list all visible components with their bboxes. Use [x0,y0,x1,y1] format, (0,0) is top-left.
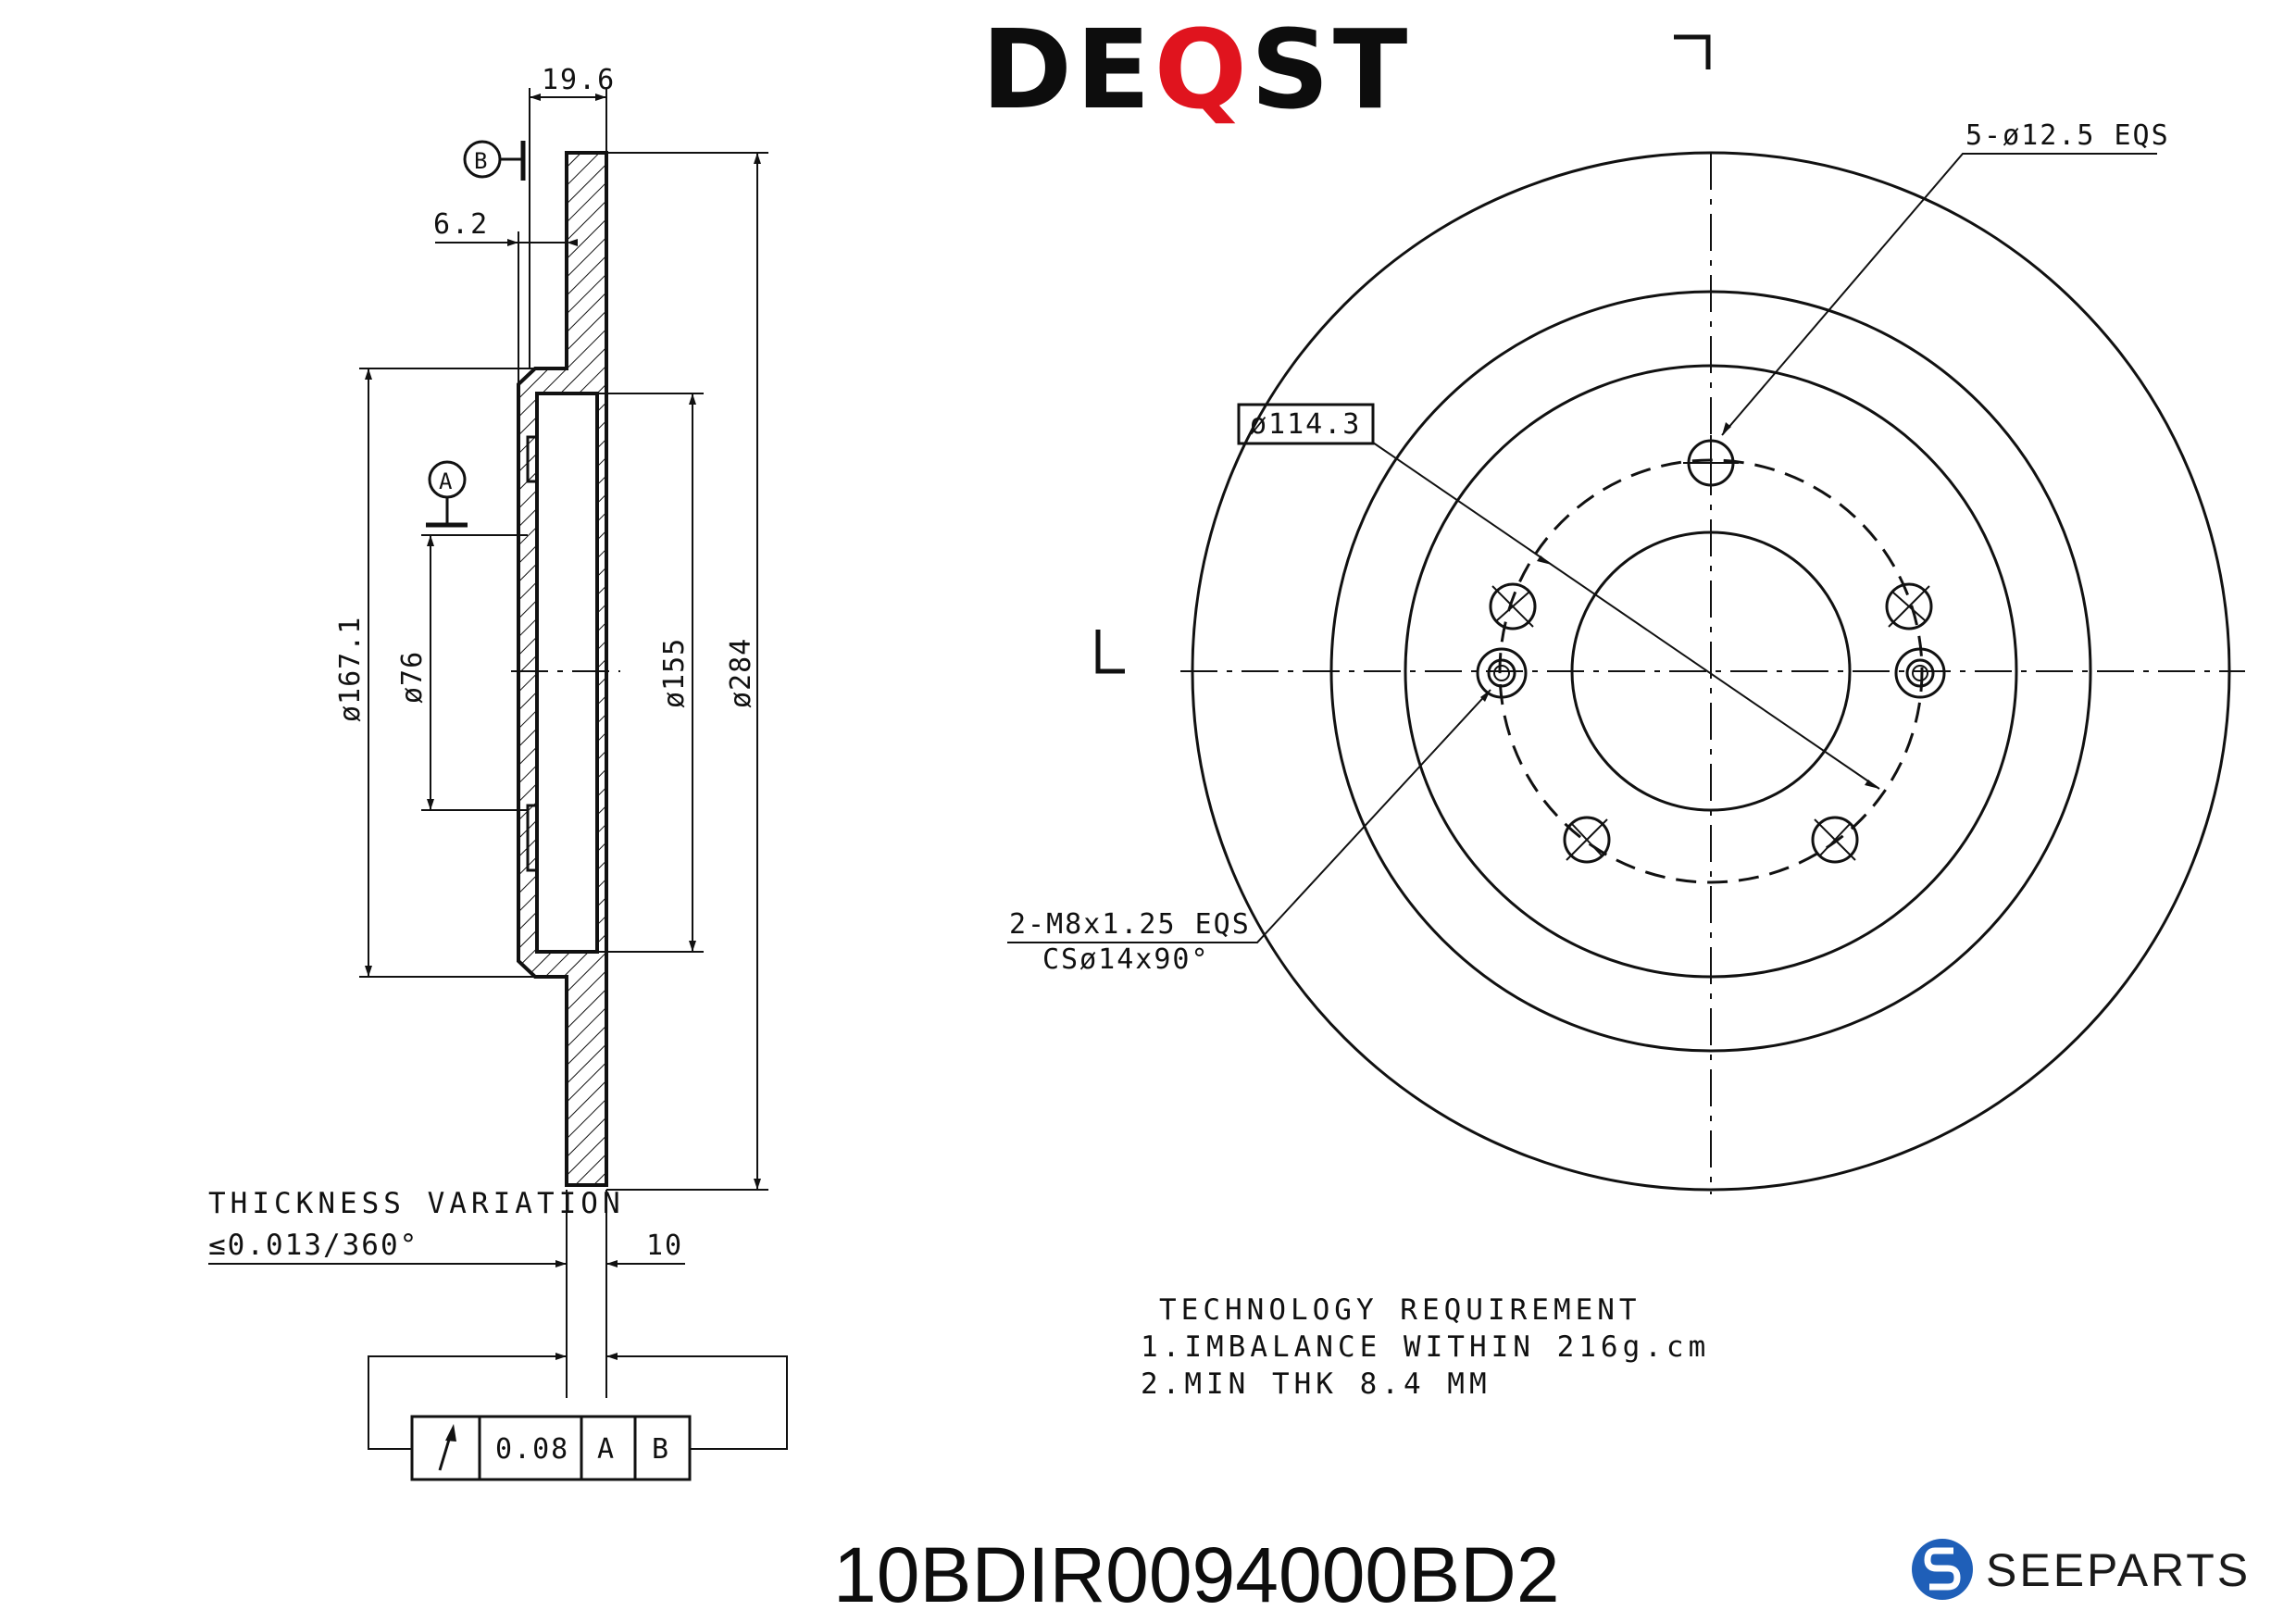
technology-requirement: TECHNOLOGY REQUIREMENT 1.IMBALANCE WITHI… [1141,1293,1710,1401]
label-thread-line1: 2-M8x1.25 EQS [1009,908,1251,941]
svg-text:DEQST: DEQST [981,6,1411,133]
seeparts-logo: SEEPARTS [1912,1539,2251,1600]
thickness-note-line1: THICKNESS VARIATION [208,1187,625,1220]
bolt-hole-3 [1811,816,1859,864]
threaded-hole-left [1476,647,1528,699]
datum-b-label: B [474,148,488,174]
dim-d167-1: ø167.1 [334,617,367,722]
threaded-hole-right [1894,647,1946,699]
tolerance-frame: 0.08 A B [410,1415,692,1481]
label-pcd: ø114.3 [1250,408,1361,441]
label-thread-line2: CSø14x90° [1042,943,1210,976]
datum-a-label: A [439,468,453,494]
bolt-hole-5 [1489,582,1537,630]
label-bolt-holes: 5-ø12.5 EQS [1965,119,2170,152]
bolt-hole-4 [1563,816,1611,864]
dim-d155: ø155 [658,638,691,708]
bolt-hole-1 [1683,435,1739,491]
requirement-item-1: 1.IMBALANCE WITHIN 216g.cm [1141,1330,1710,1364]
thickness-note-line2: ≤0.013/360° [208,1229,418,1262]
dim-d76: ø76 [396,651,429,704]
part-number: 10BDIR0094000BD2 [833,1531,1560,1618]
front-view: 5-ø12.5 EQS ø114.3 2-M8x1.25 EQS CSø14x9… [1007,34,2245,1194]
dim-thk-10: 10 [646,1230,683,1262]
tolerance-ref-b: B [652,1433,670,1466]
rotor-section-profile [517,151,608,1187]
thickness-variation-note: THICKNESS VARIATION ≤0.013/360° [208,1187,625,1262]
side-section-view: 19.6 B 6.2 ø167.1 A ø76 [208,64,788,1450]
bolt-hole-2 [1885,582,1933,630]
runout-arrow-icon [438,1424,456,1471]
seeparts-mark-icon [1912,1539,1973,1600]
requirement-item-2: 2.MIN THK 8.4 MM [1141,1367,1491,1401]
tolerance-ref-a: A [597,1433,616,1466]
dim-hat-6-2: 6.2 [433,208,489,241]
deqst-logo: DEQST [981,6,1411,133]
dim-d284: ø284 [725,638,757,708]
seeparts-wordmark: SEEPARTS [1986,1544,2251,1596]
requirement-title: TECHNOLOGY REQUIREMENT [1159,1293,1641,1327]
tolerance-value: 0.08 [495,1433,569,1466]
dim-width-19-6: 19.6 [542,64,616,96]
